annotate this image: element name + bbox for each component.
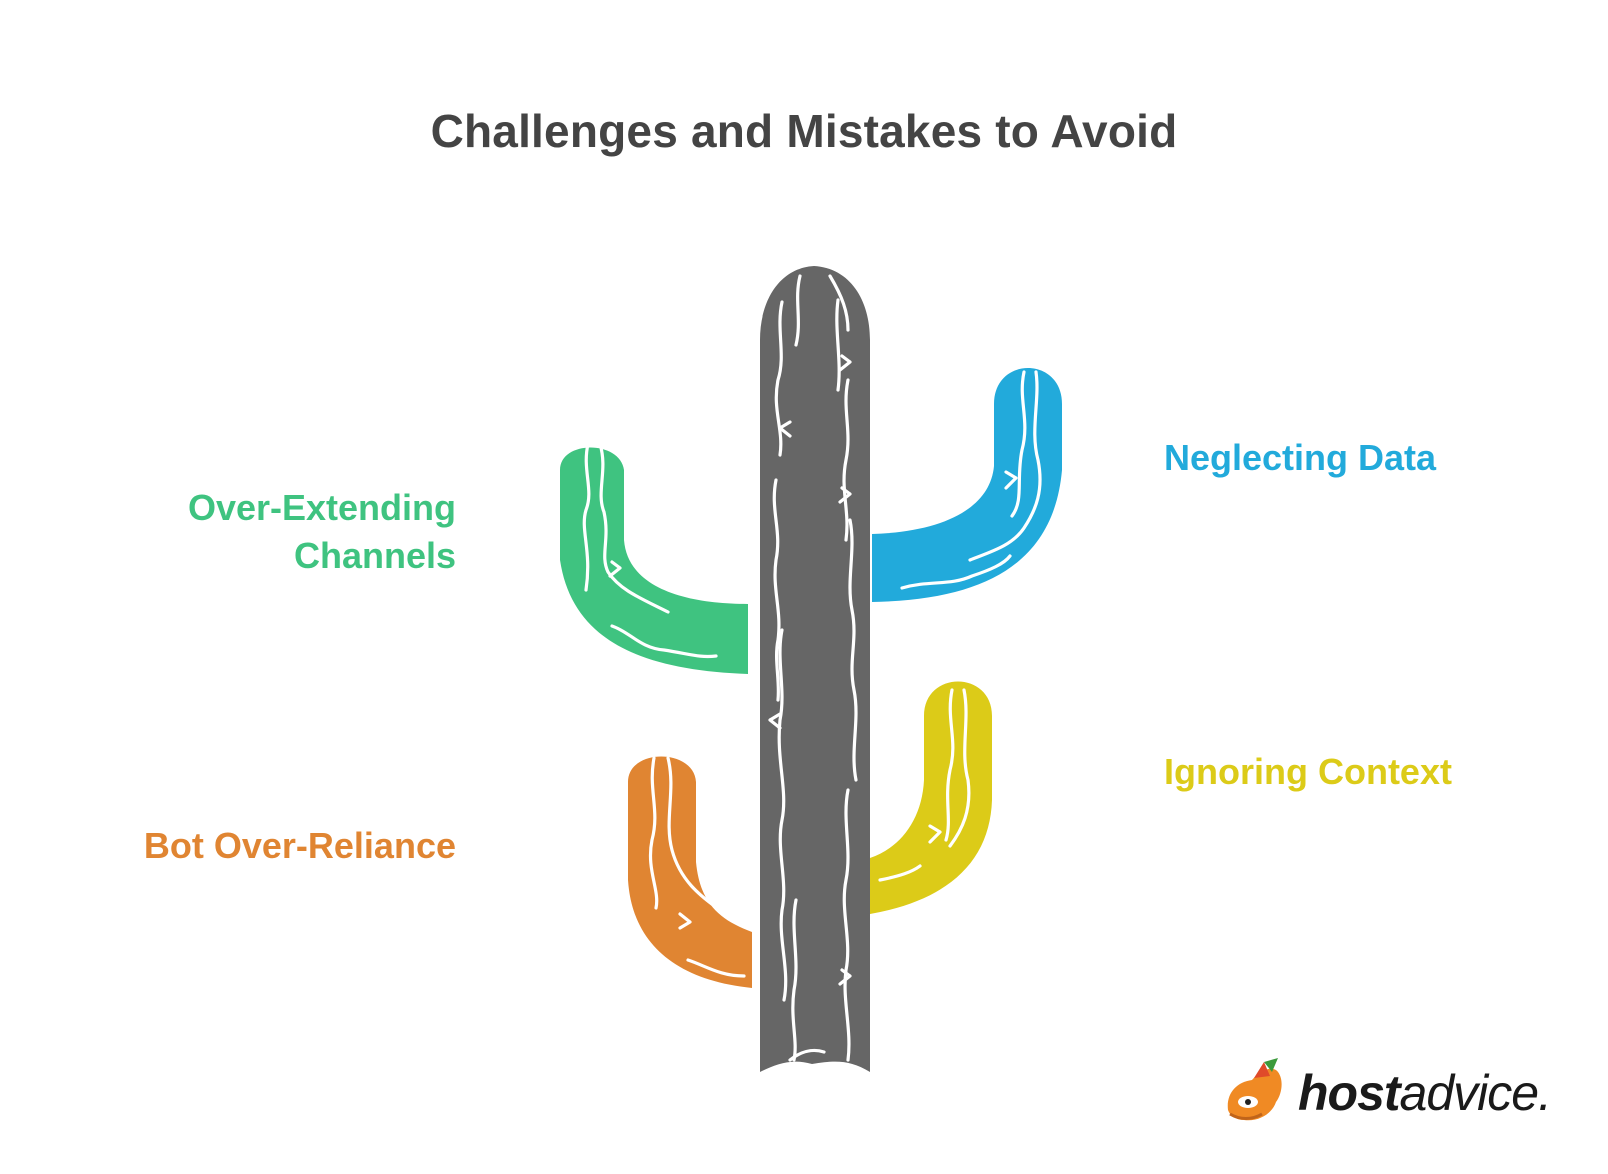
label-bot-over-reliance: Bot Over-Reliance	[143, 825, 456, 866]
arm-green	[560, 442, 748, 674]
label-ignoring-context: Ignoring Context	[1164, 751, 1452, 792]
page-title: Challenges and Mistakes to Avoid	[430, 105, 1178, 157]
logo-wordmark: hostadvice.	[1298, 1065, 1552, 1121]
cactus-trunk	[760, 266, 870, 1072]
arm-orange	[628, 756, 752, 988]
label-over-extending-channels: Over-Extending Channels	[100, 484, 456, 580]
fox-mascot-icon	[1227, 1058, 1282, 1121]
arm-yellow	[870, 681, 992, 914]
hostadvice-logo: hostadvice.	[1218, 1054, 1558, 1134]
arm-blue	[872, 368, 1062, 602]
label-line: Channels	[293, 535, 456, 576]
label-line: Over-Extending	[187, 487, 456, 528]
label-neglecting-data: Neglecting Data	[1164, 437, 1437, 478]
